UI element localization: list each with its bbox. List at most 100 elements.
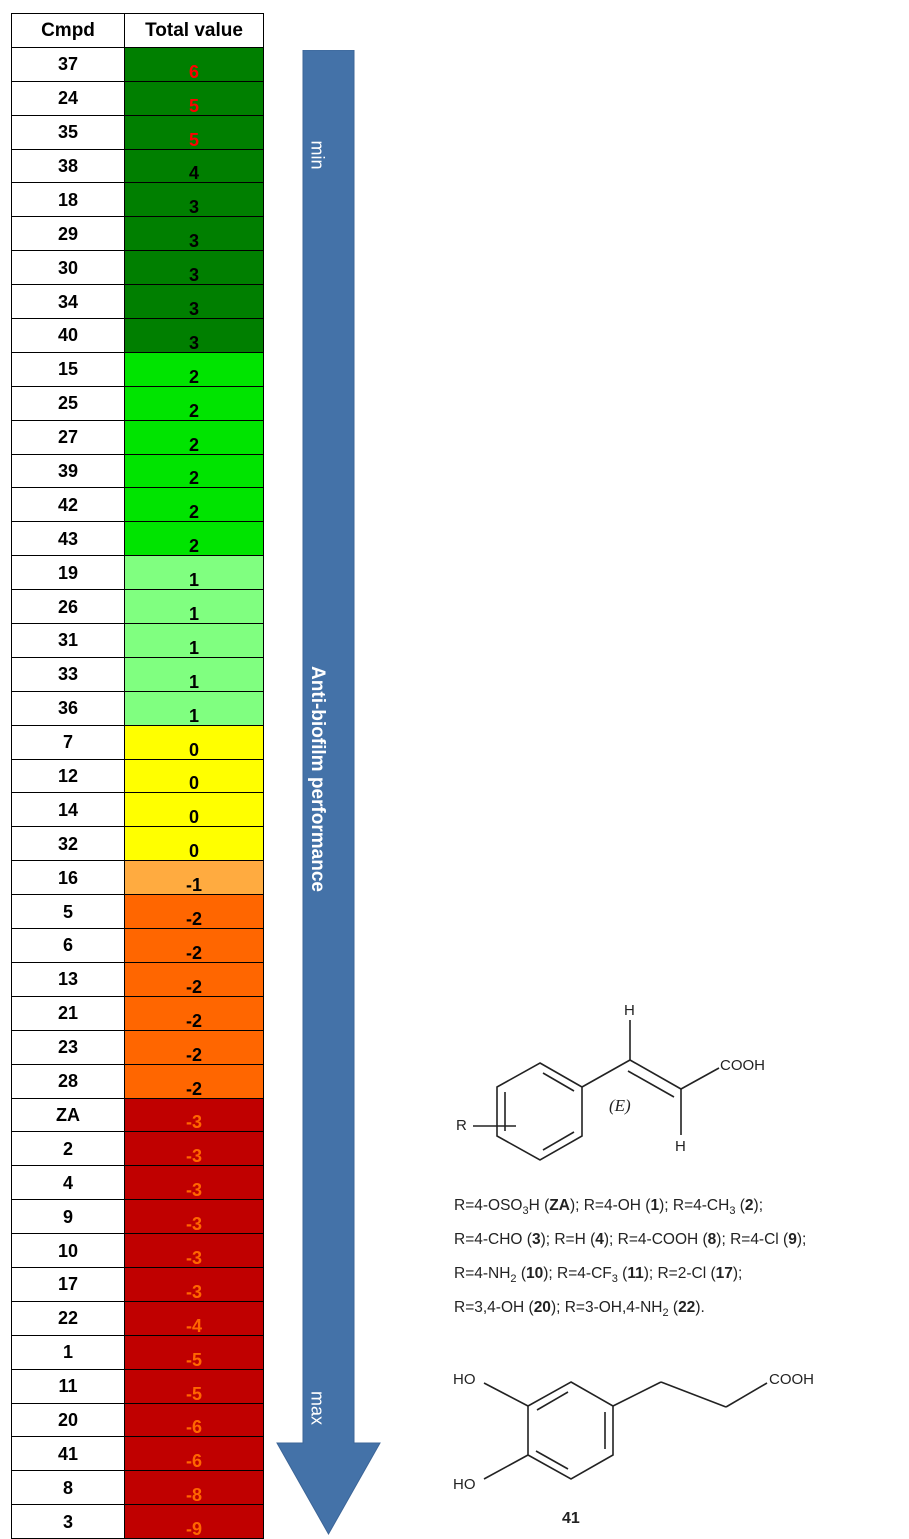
cmpd-cell: 6	[11, 928, 125, 963]
compound41-ho-top: HO	[453, 1371, 476, 1388]
cmpd-cell: 22	[11, 1300, 125, 1336]
total-value-cell: 1	[124, 623, 264, 658]
total-value-cell: 5	[124, 80, 264, 116]
cmpd-cell: 2	[11, 1131, 125, 1167]
cmpd-cell: ZA	[11, 1097, 125, 1133]
cmpd-cell: 9	[11, 1199, 125, 1235]
cmpd-cell: 40	[11, 318, 125, 353]
total-value-cell: -3	[124, 1233, 264, 1268]
table-row: 10-3	[11, 1233, 264, 1268]
total-value-cell: -5	[124, 1368, 264, 1404]
table-row: 41-6	[11, 1436, 264, 1472]
stereo-label-e: (E)	[609, 1096, 631, 1115]
cmpd-cell: 16	[11, 860, 125, 896]
cmpd-cell: 14	[11, 792, 125, 828]
cmpd-cell: 37	[11, 46, 125, 82]
cmpd-cell: 25	[11, 385, 125, 421]
cmpd-cell: 26	[11, 589, 125, 625]
cmpd-cell: 33	[11, 656, 125, 692]
total-value-cell: -2	[124, 995, 264, 1031]
total-value-cell: -2	[124, 961, 264, 997]
table-row: 6-2	[11, 928, 264, 963]
total-value-cell: -9	[124, 1504, 264, 1539]
total-value-cell: 0	[124, 826, 264, 862]
table-row: 3-9	[11, 1504, 264, 1539]
total-value-cell: -2	[124, 894, 264, 930]
arrow-label-performance: Anti-biofilm performance	[307, 666, 328, 892]
table-row: 23-2	[11, 1029, 264, 1065]
total-value-cell: 4	[124, 148, 264, 184]
total-value-cell: -3	[124, 1097, 264, 1133]
substituent-line-1: R=4-OSO3H (ZA); R=4-OH (1); R=4-CH3 (2);	[454, 1197, 763, 1218]
table-row: 11-5	[11, 1368, 264, 1404]
cmpd-cell: 19	[11, 555, 125, 591]
table-row: 2-3	[11, 1131, 264, 1167]
table-row: 9-3	[11, 1199, 264, 1235]
total-value-cell: -2	[124, 1063, 264, 1099]
total-value-cell: -4	[124, 1300, 264, 1336]
cmpd-cell: 1	[11, 1334, 125, 1370]
total-value-cell: 2	[124, 351, 264, 387]
total-value-cell: -2	[124, 1029, 264, 1065]
total-value-cell: 1	[124, 555, 264, 591]
cmpd-cell: 35	[11, 114, 125, 150]
total-value-cell: -3	[124, 1266, 264, 1302]
header-cmpd: Cmpd	[11, 13, 125, 48]
cmpd-cell: 28	[11, 1063, 125, 1099]
cmpd-cell: 11	[11, 1368, 125, 1404]
total-value-cell: 3	[124, 216, 264, 252]
substituent-line-4: R=3,4-OH (20); R=3-OH,4-NH2 (22).	[454, 1299, 705, 1320]
total-value-cell: -6	[124, 1402, 264, 1438]
table-row: 4-3	[11, 1165, 264, 1201]
total-value-cell: 3	[124, 284, 264, 320]
compound41-label: 41	[562, 1510, 580, 1527]
cmpd-cell: 4	[11, 1165, 125, 1201]
table-row: 20-6	[11, 1402, 264, 1438]
cmpd-cell: 3	[11, 1504, 125, 1539]
cmpd-cell: 24	[11, 80, 125, 116]
r-group-label: R	[456, 1117, 467, 1134]
cmpd-cell: 29	[11, 216, 125, 252]
total-value-cell: 3	[124, 182, 264, 218]
total-value-cell: -6	[124, 1436, 264, 1472]
table-header-row: Cmpd Total value	[11, 13, 264, 48]
total-value-cell: 2	[124, 453, 264, 489]
cmpd-cell: 21	[11, 995, 125, 1031]
cmpd-cell: 39	[11, 453, 125, 489]
cmpd-cell: 32	[11, 826, 125, 862]
cmpd-cell: 31	[11, 623, 125, 658]
header-total-value: Total value	[124, 13, 264, 48]
cmpd-cell: 36	[11, 690, 125, 726]
total-value-cell: 1	[124, 690, 264, 726]
cmpd-cell: 15	[11, 351, 125, 387]
cmpd-cell: 8	[11, 1470, 125, 1506]
total-value-cell: 2	[124, 419, 264, 455]
total-value-cell: -3	[124, 1199, 264, 1235]
cmpd-cell: 20	[11, 1402, 125, 1438]
compound41-cooh: COOH	[769, 1371, 814, 1388]
total-value-cell: 1	[124, 656, 264, 692]
cmpd-cell: 30	[11, 250, 125, 286]
table-row: ZA-3	[11, 1097, 264, 1133]
total-value-cell: 3	[124, 250, 264, 286]
table-row: 22-4	[11, 1300, 264, 1336]
